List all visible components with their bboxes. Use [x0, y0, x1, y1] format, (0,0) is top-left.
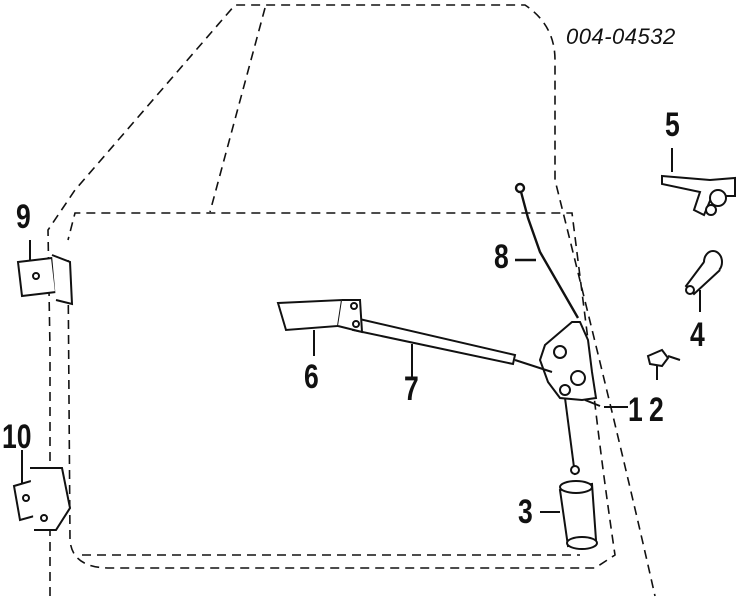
callout-9: 9: [16, 198, 31, 236]
actuator-rod: [564, 397, 580, 476]
lower-hinge-part: [12, 450, 72, 531]
callout-2: 2: [649, 391, 664, 429]
callout-6: 6: [304, 358, 319, 396]
door-inner-outline: [67, 212, 616, 569]
window-frame-outline: [209, 7, 266, 213]
callout-8: 8: [494, 238, 509, 276]
callout-5: 5: [665, 106, 680, 144]
inside-remote-handle-part: [276, 298, 364, 356]
callout-10: 10: [2, 418, 32, 456]
upper-hinge-part: [16, 240, 74, 306]
callout-7: 7: [404, 370, 419, 408]
callout-1: 1: [628, 391, 643, 429]
bolt-part: [646, 348, 681, 380]
door-latch-part: [538, 321, 628, 408]
outside-handle-rod: [514, 182, 580, 319]
lock-cylinder-part: [684, 250, 723, 312]
lock-actuator-part: [540, 480, 598, 550]
door-outer-outline: [47, 4, 656, 597]
remote-control-rod: [351, 316, 553, 380]
callout-4: 4: [690, 316, 705, 354]
part-code-label: 004-04532: [566, 24, 676, 49]
outside-handle-part: [661, 148, 736, 217]
callout-3: 3: [518, 493, 533, 531]
